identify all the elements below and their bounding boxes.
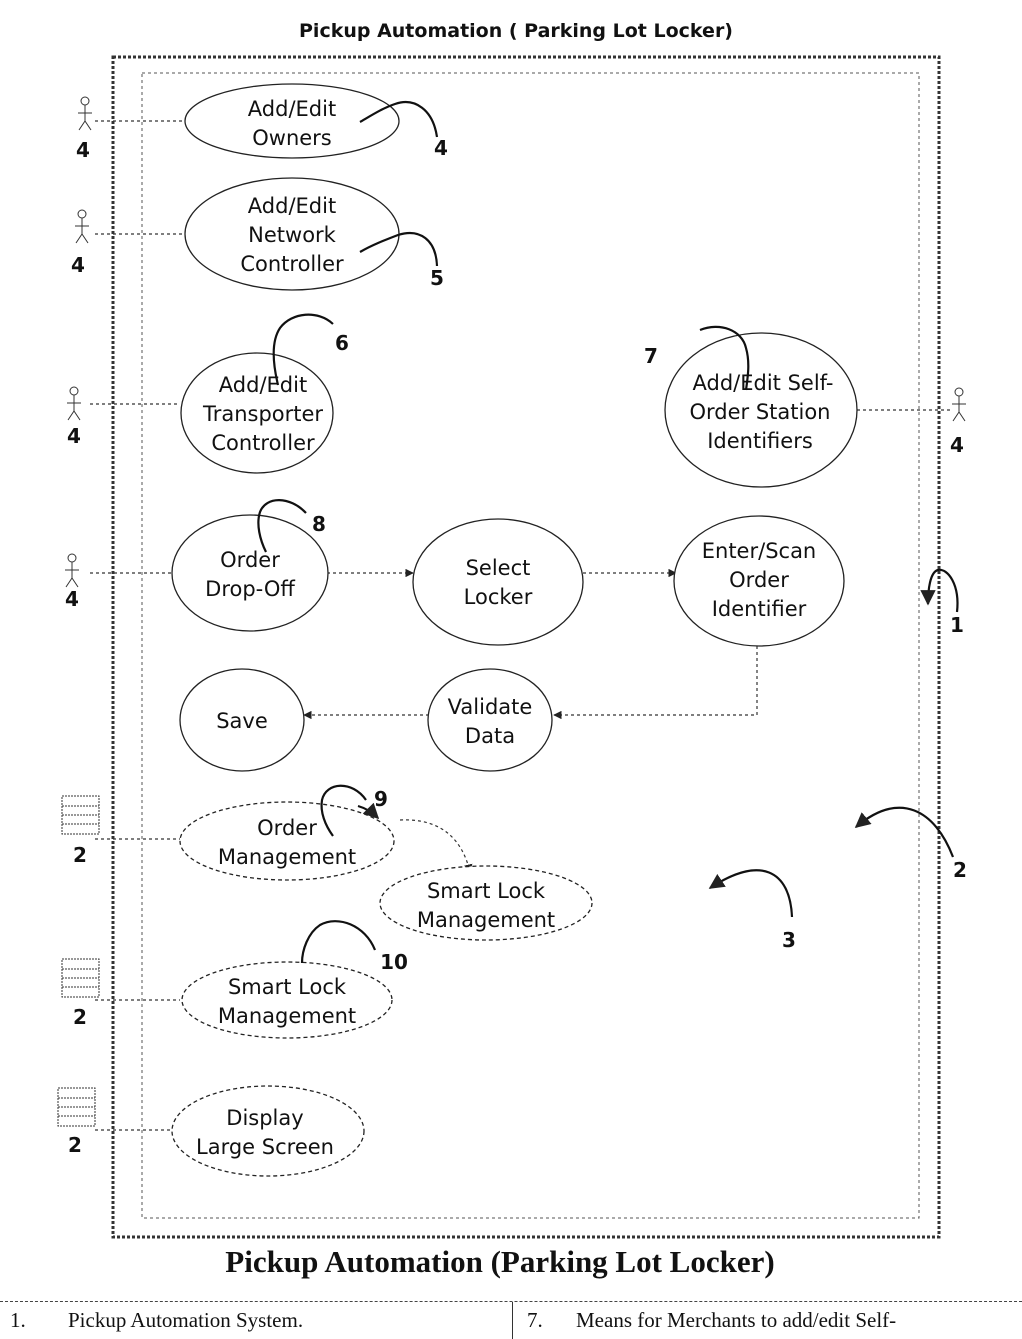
reference-numeral-4: 4 xyxy=(434,136,448,160)
screen-icon xyxy=(62,796,99,834)
reference-numeral-2: 2 xyxy=(953,858,967,882)
legend-column-divider xyxy=(512,1302,513,1339)
actor-icon xyxy=(78,97,92,130)
use-case-label: Add/Edit Self-Order StationIdentifiers xyxy=(689,371,833,453)
legend-right-number: 7. xyxy=(527,1308,543,1333)
legend-table: 1. Pickup Automation System. 7. Means fo… xyxy=(0,1301,1022,1339)
reference-numeral-1: 1 xyxy=(950,613,964,637)
flow-order-to-smartlock xyxy=(400,820,470,872)
device-label: 2 xyxy=(73,1005,87,1029)
reference-numeral-6: 6 xyxy=(335,331,349,355)
actor-label: 4 xyxy=(71,253,85,277)
use-case-label: Add/EditNetworkController xyxy=(240,194,344,276)
device-label: 2 xyxy=(68,1133,82,1157)
actor-icon xyxy=(952,388,966,421)
diagram-caption: Pickup Automation (Parking Lot Locker) xyxy=(0,1244,1000,1280)
legend-right-text: Means for Merchants to add/edit Self- xyxy=(576,1308,896,1333)
use-case-order-drop-off xyxy=(172,515,328,631)
actor-label: 4 xyxy=(67,424,81,448)
legend-left-number: 1. xyxy=(10,1308,26,1333)
actor-label: 4 xyxy=(76,138,90,162)
actor-icon xyxy=(67,387,81,420)
leader-line-1 xyxy=(928,570,957,612)
actor-icon xyxy=(75,210,89,243)
reference-numeral-3: 3 xyxy=(782,928,796,952)
legend-left-text: Pickup Automation System. xyxy=(68,1308,303,1333)
use-case-validate-data xyxy=(428,669,552,771)
reference-numeral-10: 10 xyxy=(380,950,408,974)
leader-line-3 xyxy=(710,870,792,917)
reference-numeral-8: 8 xyxy=(312,512,326,536)
use-case-display-large-screen xyxy=(172,1086,364,1176)
use-case-diagram: Pickup Automation ( Parking Lot Locker) xyxy=(0,0,1022,1245)
actor-icon xyxy=(65,554,79,587)
leader-line-10 xyxy=(302,921,375,963)
actor-label: 4 xyxy=(65,587,79,611)
reference-numeral-9: 9 xyxy=(374,787,388,811)
screen-icon xyxy=(62,959,99,997)
reference-numeral-5: 5 xyxy=(430,266,444,290)
actor-label: 4 xyxy=(950,433,964,457)
reference-numeral-7: 7 xyxy=(644,344,658,368)
screen-icon xyxy=(58,1088,95,1126)
flow-enter-validate xyxy=(554,646,757,715)
device-label: 2 xyxy=(73,843,87,867)
diagram-top-title: Pickup Automation ( Parking Lot Locker) xyxy=(299,20,733,42)
use-case-label: Save xyxy=(216,709,268,733)
use-case-label: Add/EditTransporterController xyxy=(202,373,323,455)
use-case-select-locker xyxy=(413,519,583,645)
